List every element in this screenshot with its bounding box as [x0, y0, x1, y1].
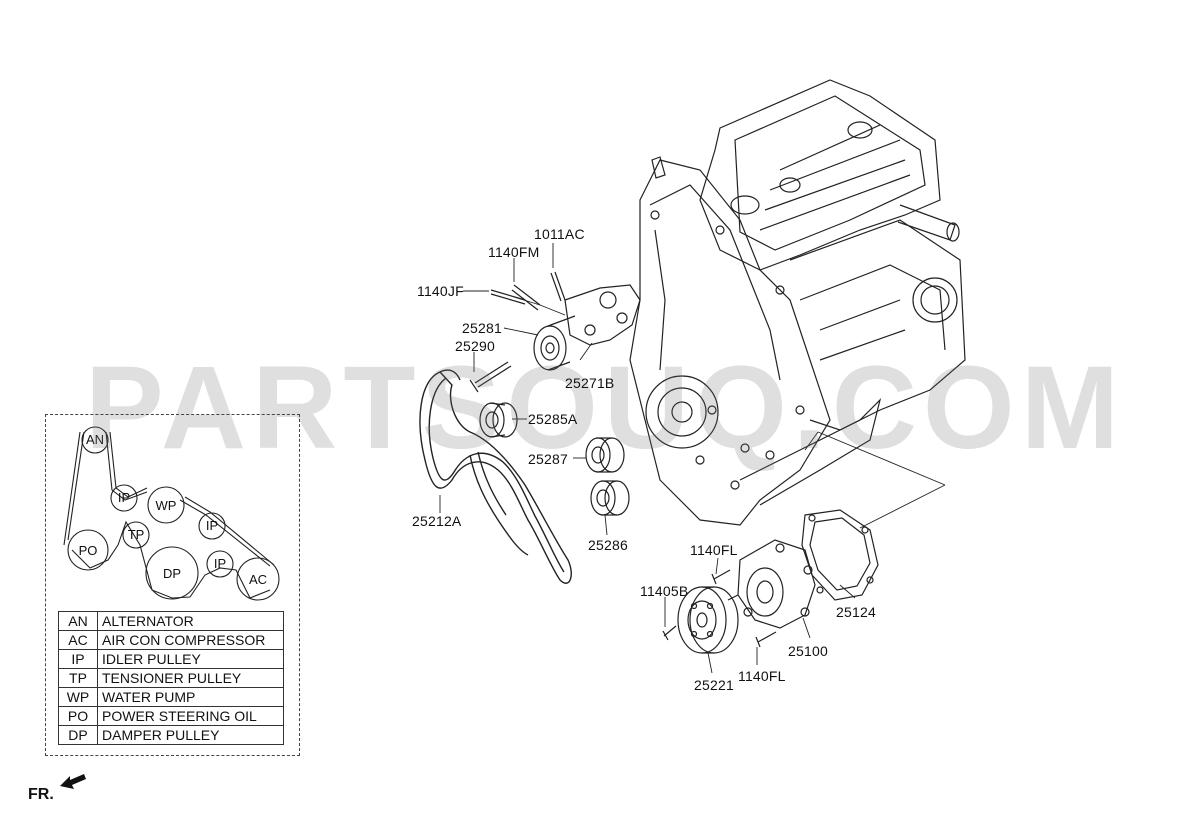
- tensioner-bracket: [564, 284, 641, 346]
- pulley-label-IP-3: IP: [214, 556, 226, 571]
- pulley-DP: [145, 546, 199, 600]
- callout-1140FL-bottom[interactable]: 1140FL: [738, 668, 786, 684]
- pulley-label-AC: AC: [249, 572, 267, 587]
- water-pump-pulley: [677, 586, 739, 654]
- legend-code: DP: [58, 725, 98, 745]
- pulley-label-PO: PO: [79, 543, 98, 558]
- idler-pulley-25287: [585, 437, 625, 473]
- callout-25290[interactable]: 25290: [455, 338, 495, 354]
- legend-code: TP: [58, 668, 98, 688]
- callout-1011AC[interactable]: 1011AC: [534, 226, 585, 242]
- callout-1140FL-top[interactable]: 1140FL: [690, 542, 738, 558]
- pulley-PO: [67, 529, 109, 571]
- serpentine-belt: [419, 369, 572, 584]
- water-pump: [727, 539, 816, 629]
- legend-name: DAMPER PULLEY: [97, 725, 284, 745]
- pulley-IP-3: [206, 550, 234, 578]
- callout-25221[interactable]: 25221: [694, 677, 734, 693]
- legend-name: AIR CON COMPRESSOR: [97, 630, 284, 650]
- pulley-label-WP: WP: [156, 498, 177, 513]
- callout-1140FM[interactable]: 1140FM: [488, 244, 540, 260]
- pulley-IP-2: [198, 512, 226, 540]
- callout-25281[interactable]: 25281: [462, 320, 502, 336]
- engine-assembly: [629, 79, 966, 526]
- legend-name: TENSIONER PULLEY: [97, 668, 284, 688]
- belt-routing-schematic: [63, 426, 280, 601]
- pulley-AC: [236, 557, 280, 601]
- legend-name: WATER PUMP: [97, 687, 284, 707]
- callout-1140JF[interactable]: 1140JF: [417, 283, 464, 299]
- legend-code: PO: [58, 706, 98, 726]
- belt-legend-panel: [45, 414, 300, 756]
- tensioner-pulley: [533, 315, 576, 371]
- pulley-TP: [122, 521, 150, 549]
- callout-25285A[interactable]: 25285A: [528, 411, 578, 427]
- legend-name: IDLER PULLEY: [97, 649, 284, 669]
- legend-code: AC: [58, 630, 98, 650]
- water-pump-gasket: [801, 509, 879, 601]
- legend-code: AN: [58, 611, 98, 631]
- idler-pulley-25286: [590, 480, 630, 516]
- idler-pulley-25285A: [479, 402, 518, 438]
- callout-25100[interactable]: 25100: [788, 643, 828, 659]
- pulley-AN: [81, 426, 109, 454]
- callout-11405B[interactable]: 11405B: [640, 583, 689, 599]
- leader-lines: [439, 243, 946, 674]
- callout-25124[interactable]: 25124: [836, 604, 876, 620]
- callout-25212A[interactable]: 25212A: [412, 513, 462, 529]
- legend-code: WP: [58, 687, 98, 707]
- callout-25271B[interactable]: 25271B: [565, 375, 615, 391]
- pulley-label-DP: DP: [163, 566, 181, 581]
- callout-25287[interactable]: 25287: [528, 451, 568, 467]
- front-arrow-icon: [60, 774, 86, 789]
- pulley-WP: [147, 486, 185, 524]
- pulley-label-IP-1: IP: [118, 490, 130, 505]
- pulley-label-AN: AN: [86, 432, 104, 447]
- legend-name: POWER STEERING OIL: [97, 706, 284, 726]
- pulley-IP-1: [110, 484, 138, 512]
- legend-code: IP: [58, 649, 98, 669]
- callout-25286[interactable]: 25286: [588, 537, 628, 553]
- pulley-label-TP: TP: [128, 527, 145, 542]
- front-indicator-label: FR.: [28, 786, 54, 803]
- legend-name: ALTERNATOR: [97, 611, 284, 631]
- pulley-label-IP-2: IP: [206, 518, 218, 533]
